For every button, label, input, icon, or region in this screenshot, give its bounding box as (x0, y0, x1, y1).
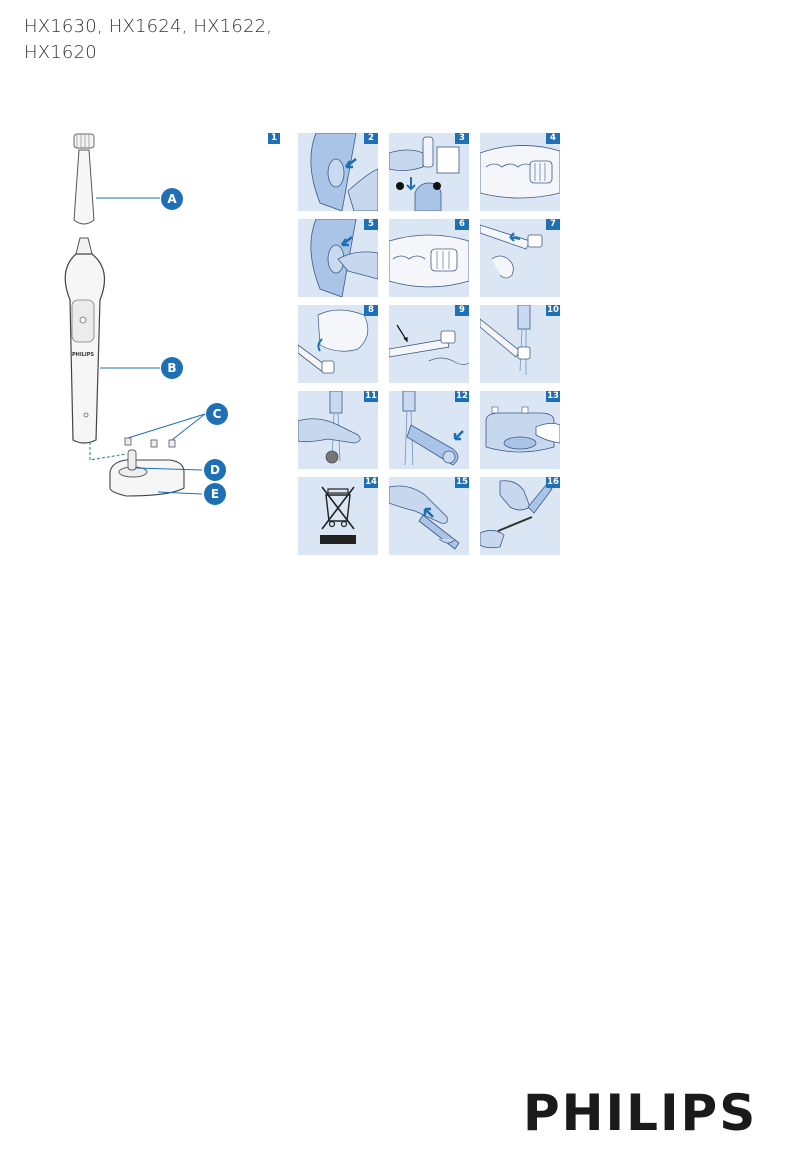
step-panel-6: 6 (389, 219, 469, 297)
step-panel-4: 4 (480, 133, 560, 211)
step-panel-3: 3 (389, 133, 469, 211)
instruction-steps-grid: 2 3 4 5 (298, 133, 560, 556)
brush-angle-teeth-icon (480, 224, 543, 279)
figure-1-number: 1 (268, 133, 280, 144)
model-numbers: HX1630, HX1624, HX1622, HX1620 (24, 14, 272, 66)
brush-inner-teeth-icon (298, 309, 369, 374)
open-handle-icon (389, 485, 460, 550)
step-panel-14: 14 (298, 477, 378, 555)
step-number-14: 14 (364, 477, 378, 488)
step-panel-10: 10 (480, 305, 560, 383)
step-panel-2: 2 (298, 133, 378, 211)
toothbrush-overview-figure: PHILIPS (64, 133, 206, 497)
rinse-hand-icon (298, 391, 361, 464)
step-number-2: 2 (364, 133, 378, 144)
step-panel-9: 9 (389, 305, 469, 383)
step-panel-16: 16 (480, 477, 560, 555)
step-number-8: 8 (364, 305, 378, 316)
step-panel-11: 11 (298, 391, 378, 469)
charger-illustration (109, 437, 185, 497)
power-button-press-icon (310, 219, 378, 297)
step-panel-7: 7 (480, 219, 560, 297)
power-button-press-icon (310, 133, 378, 211)
handle-brand-text: PHILIPS (72, 352, 94, 358)
step-panel-15: 15 (389, 477, 469, 555)
brush-head-detail-icon (389, 324, 469, 365)
callout-a: A (161, 188, 183, 210)
step-number-10: 10 (546, 305, 560, 316)
model-line-1: HX1630, HX1624, HX1622, (24, 16, 273, 37)
clean-charger-icon (485, 406, 560, 453)
step-number-7: 7 (546, 219, 560, 230)
step-number-15: 15 (455, 477, 469, 488)
model-line-2: HX1620 (24, 42, 97, 63)
callout-c: C (206, 403, 228, 425)
step-number-16: 16 (546, 477, 560, 488)
brush-on-teeth-icon (480, 145, 560, 199)
weee-disposal-icon (320, 486, 356, 544)
attach-brush-head-icon (389, 136, 460, 211)
step-panel-5: 5 (298, 219, 378, 297)
step-number-13: 13 (546, 391, 560, 402)
step-number-4: 4 (546, 133, 560, 144)
rinse-brush-icon (480, 305, 531, 375)
step-number-9: 9 (455, 305, 469, 316)
step-panel-13: 13 (480, 391, 560, 469)
brush-head-illustration (73, 133, 95, 225)
brand-logo: PHILIPS (523, 1084, 758, 1142)
step-number-3: 3 (455, 133, 469, 144)
remove-battery-icon (480, 480, 553, 549)
brush-in-mouth-icon (389, 234, 469, 288)
handle-illustration: PHILIPS (64, 237, 106, 444)
step-number-12: 12 (455, 391, 469, 402)
rinse-handle-icon (402, 391, 464, 466)
step-number-5: 5 (364, 219, 378, 230)
callout-b: B (161, 357, 183, 379)
step-number-11: 11 (364, 391, 378, 402)
step-panel-8: 8 (298, 305, 378, 383)
step-number-6: 6 (455, 219, 469, 230)
callout-e: E (204, 483, 226, 505)
step-panel-12: 12 (389, 391, 469, 469)
callout-d: D (204, 459, 226, 481)
